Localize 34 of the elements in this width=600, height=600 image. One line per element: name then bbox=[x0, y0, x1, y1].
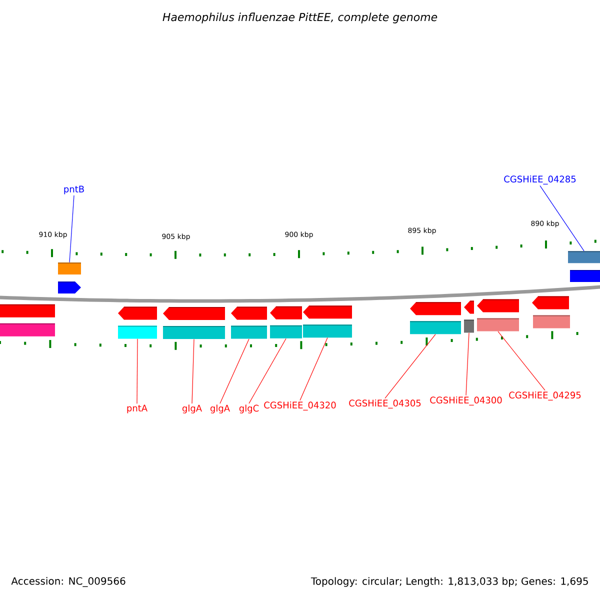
gene-feature bbox=[410, 302, 462, 334]
gene-label: CGSHiEE_04320 bbox=[264, 402, 336, 410]
gene-feature bbox=[58, 262, 82, 294]
leader-line bbox=[192, 338, 194, 404]
gene-label: pntB bbox=[64, 186, 84, 194]
leader-line bbox=[498, 331, 546, 391]
gene-label: CGSHiEE_04305 bbox=[349, 400, 421, 408]
title: Haemophilus influenzae PittEE, complete genome bbox=[162, 12, 438, 24]
gene-label: glgA bbox=[210, 404, 230, 414]
gene-feature bbox=[476, 299, 520, 332]
gene-feature bbox=[302, 306, 352, 338]
gene-feature bbox=[464, 300, 474, 333]
footer-text: Accession: NC_009566 bbox=[11, 577, 126, 587]
gene-label: CGSHiEE_04300 bbox=[430, 396, 502, 406]
gene-feature bbox=[270, 306, 302, 338]
gene-label: glgC bbox=[239, 404, 259, 414]
gene-feature bbox=[230, 306, 268, 339]
gene-feature bbox=[162, 307, 226, 339]
gene-label: CGSHiEE_04285 bbox=[504, 176, 576, 184]
gene-label: pntA bbox=[127, 404, 148, 414]
leader-line bbox=[136, 338, 138, 404]
leader-line bbox=[540, 185, 584, 252]
gene-feature bbox=[118, 306, 158, 339]
gene-feature bbox=[532, 296, 570, 328]
leader-line bbox=[466, 332, 470, 396]
footer-text: Topology: circular; Length: 1,813,033 bp; Genes: 1,695 bbox=[310, 577, 588, 587]
gene-feature bbox=[0, 304, 56, 336]
leader-line bbox=[384, 334, 436, 399]
gene-label: CGSHiEE_04295 bbox=[509, 392, 581, 400]
gene-feature bbox=[568, 251, 600, 282]
leader-line bbox=[248, 338, 286, 404]
leader-line bbox=[69, 195, 74, 263]
leader-line bbox=[300, 338, 328, 401]
gene-label: glgA bbox=[182, 404, 202, 414]
